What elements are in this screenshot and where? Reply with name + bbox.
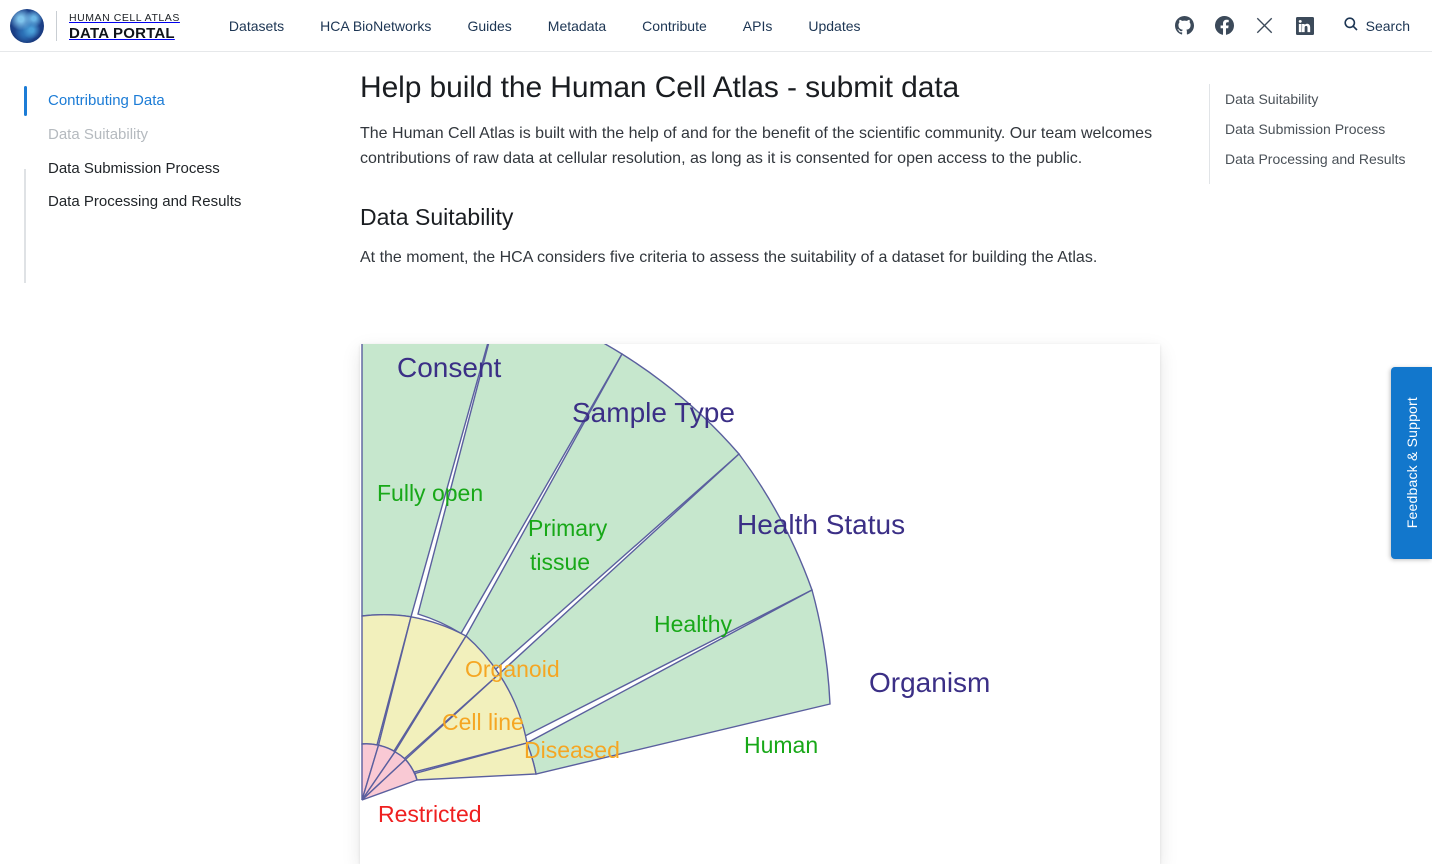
main-content: Help build the Human Cell Atlas - submit… [360, 68, 1160, 278]
linkedin-icon[interactable] [1285, 11, 1325, 41]
segment-label-organoid: Organoid [465, 656, 560, 682]
search-icon [1343, 16, 1359, 35]
segment-label-fully-open: Fully open [377, 480, 483, 506]
feedback-tab-label: Feedback & Support [1403, 397, 1420, 529]
segment-label-not-suitable: Restricted [378, 801, 482, 827]
segment-label-healthy: Healthy [654, 611, 732, 637]
page-title: Help build the Human Cell Atlas - submit… [360, 71, 960, 104]
segment-label-primary-tissue-line1: Primary [528, 515, 608, 541]
sunburst-chart: Consent Sample Type Health Status Organi… [361, 344, 990, 827]
segment-label-human: Human [744, 732, 818, 758]
toc-item-data-processing-and-results[interactable]: Data Processing and Results [1225, 151, 1406, 167]
toc-rail [1209, 84, 1210, 184]
data-suitability-sunburst-figure: Consent Sample Type Health Status Organi… [360, 344, 1160, 864]
x-twitter-icon[interactable] [1245, 11, 1285, 41]
hca-sphere-logo-icon [10, 8, 44, 43]
nav-item-guides[interactable]: Guides [467, 17, 512, 34]
toc-item-data-submission-process[interactable]: Data Submission Process [1225, 121, 1386, 137]
left-sidebar-nav: Contributing Data Data Suitability Data … [24, 84, 324, 283]
criterion-label-consent: Consent [397, 352, 502, 383]
sidebar-item-data-suitability[interactable]: Data Suitability [48, 125, 149, 143]
toc-item-data-suitability[interactable]: Data Suitability [1225, 91, 1319, 107]
criterion-label-health-status: Health Status [737, 509, 905, 540]
brand-divider [56, 10, 57, 41]
nav-item-updates[interactable]: Updates [808, 17, 861, 34]
search-button-label: Search [1365, 17, 1410, 34]
nav-item-hca-bionetworks[interactable]: HCA BioNetworks [320, 17, 432, 34]
nav-item-contribute[interactable]: Contribute [642, 17, 707, 34]
site-header: HUMAN CELL ATLAS DATA PORTAL Datasets HC… [0, 0, 1432, 52]
nav-item-metadata[interactable]: Metadata [547, 17, 607, 34]
criterion-label-organism: Organism [869, 667, 990, 698]
github-icon[interactable] [1165, 11, 1205, 41]
primary-nav: Datasets HCA BioNetworks Guides Metadata… [229, 18, 879, 34]
sidebar-rail [24, 169, 26, 283]
table-of-contents: Data Suitability Data Submission Process… [1209, 84, 1419, 184]
ring-recommended [361, 344, 831, 775]
segment-label-cell-line: Cell line [442, 709, 524, 735]
feedback-and-support-tab[interactable]: Feedback & Support [1391, 367, 1432, 559]
nav-item-datasets[interactable]: Datasets [228, 17, 285, 34]
sidebar-item-data-submission-process[interactable]: Data Submission Process [48, 159, 220, 177]
ring-not-suitable [361, 743, 418, 801]
intro-paragraph: The Human Cell Atlas is built with the h… [360, 125, 1153, 167]
sidebar-item-contributing-data[interactable]: Contributing Data [24, 84, 324, 118]
brand-line-1: HUMAN CELL ATLAS [69, 11, 180, 24]
header-actions: Search [1165, 11, 1418, 41]
section-paragraph: At the moment, the HCA considers five cr… [360, 249, 1098, 266]
segment-label-diseased: Diseased [524, 737, 620, 763]
criterion-label-sample-type: Sample Type [572, 397, 735, 428]
segment-label-primary-tissue-line2: tissue [530, 549, 590, 575]
brand-home-link[interactable]: HUMAN CELL ATLAS DATA PORTAL [10, 8, 180, 43]
sidebar-item-data-processing-and-results[interactable]: Data Processing and Results [48, 193, 242, 211]
brand-line-2: DATA PORTAL [69, 24, 175, 42]
section-heading-data-suitability: Data Suitability [360, 204, 514, 230]
search-button[interactable]: Search [1335, 12, 1418, 39]
nav-item-apis[interactable]: APIs [742, 17, 773, 34]
facebook-icon[interactable] [1205, 11, 1245, 41]
